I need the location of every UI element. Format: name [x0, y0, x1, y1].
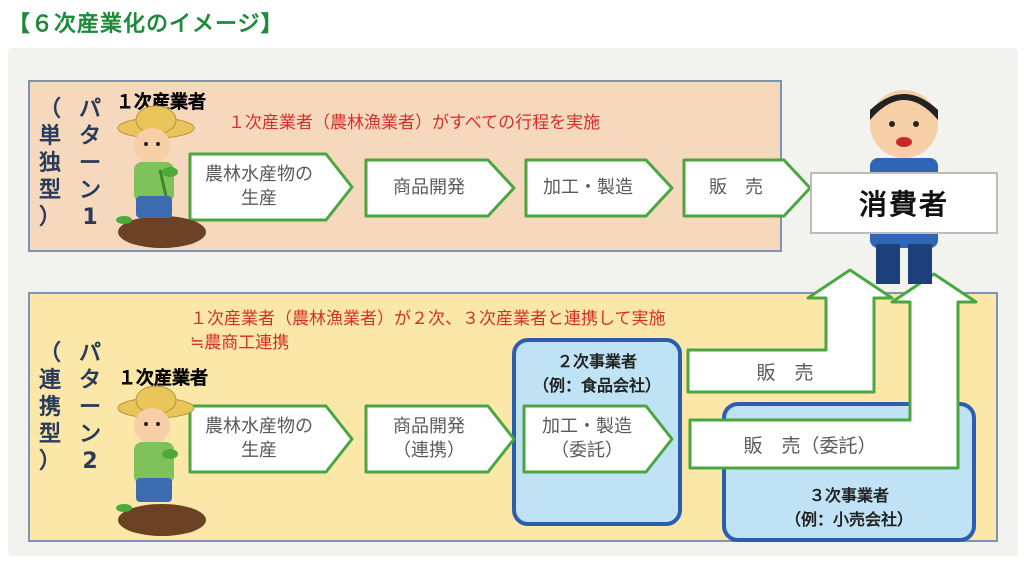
pattern1-description: １次産業者（農林漁業者）がすべての行程を実施: [228, 113, 601, 133]
consumer-sign: 消費者: [810, 172, 998, 234]
pattern2-description: １次産業者（農林漁業者）が２次、３次産業者と連携して実施: [190, 309, 666, 329]
pattern2-description-note: ≒農商工連携: [190, 333, 290, 353]
sales-top-label: 販 売: [756, 361, 814, 384]
sales-route-arrow-upper: [686, 268, 894, 394]
sales-route-arrow-lower: [688, 272, 978, 470]
farmer-illustration-1: [116, 105, 206, 248]
farmer-illustration-2: [116, 385, 206, 536]
secondary-business-name: ２次事業者: [556, 352, 637, 371]
pattern1-farmer-label: １次産業者: [116, 92, 206, 113]
secondary-business-example: （例：食品会社）: [532, 376, 661, 395]
pattern2-type-label: （連携型）: [38, 341, 61, 474]
pattern2-farmer-label: １次産業者: [118, 368, 208, 389]
tertiary-business-name: ３次事業者: [808, 486, 889, 505]
pattern1-type-label: （単独型）: [38, 97, 61, 230]
tertiary-business-example: （例：小売会社）: [784, 510, 913, 529]
sales-bottom-label: 販 売（委託）: [743, 434, 877, 457]
page-title: 【６次産業化のイメージ】: [8, 12, 284, 37]
